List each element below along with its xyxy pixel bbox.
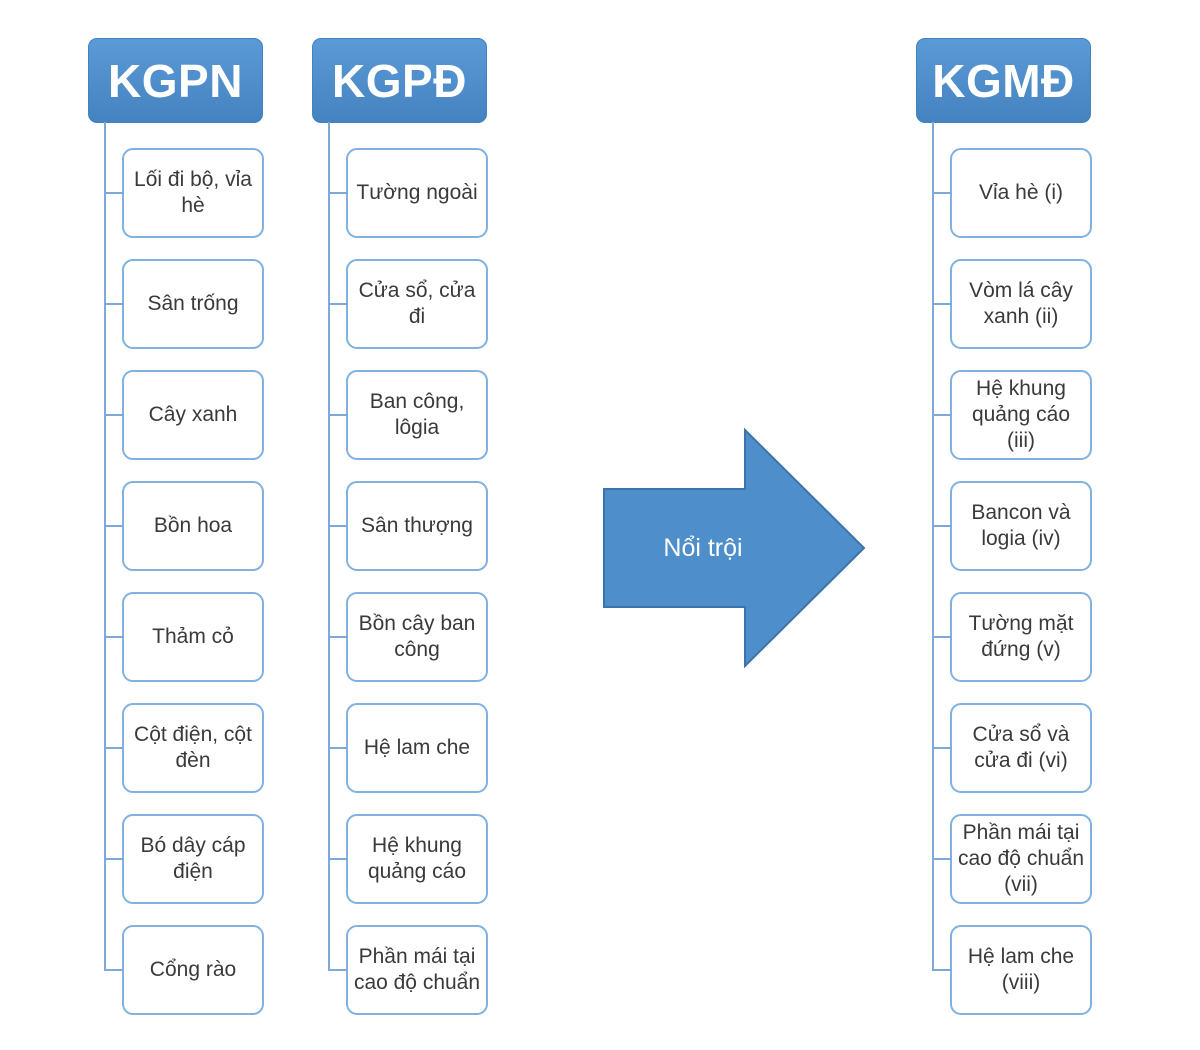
column-items-kgpn: Lối đi bộ, vỉa hè Sân trống Cây xanh Bồn… — [104, 148, 264, 1015]
node-label: Cổng rào — [149, 958, 237, 981]
node-box: Vỉa hè (i) — [932, 148, 1092, 238]
connector-stub — [932, 636, 952, 638]
connector-stub — [328, 969, 348, 971]
node-box: Cây xanh — [104, 370, 264, 460]
transition-arrow: Nổi trội — [603, 428, 866, 668]
node-label: Hệ lam che (viii) — [967, 945, 1075, 994]
node-box: Bồn hoa — [104, 481, 264, 571]
connector-stub — [932, 525, 952, 527]
connector-line-kgmd — [932, 122, 934, 971]
node-label: Cửa sổ, cửa đi — [358, 279, 476, 328]
connector-line-kgpd — [328, 122, 330, 971]
node-label: Bó dây cáp điện — [140, 834, 246, 883]
connector-stub — [328, 414, 348, 416]
node-box: Tường ngoài — [328, 148, 488, 238]
connector-stub — [932, 747, 952, 749]
node-box: Phần mái tại cao độ chuẩn (vii) — [932, 814, 1092, 904]
connector-stub — [328, 636, 348, 638]
node-box: Ban công, lôgia — [328, 370, 488, 460]
node-box: Hệ lam che (viii) — [932, 925, 1092, 1015]
arrow-label: Nổi trội — [663, 533, 743, 562]
node-label: Sân trống — [147, 292, 239, 315]
connector-stub — [104, 414, 124, 416]
node-box: Vòm lá cây xanh (ii) — [932, 259, 1092, 349]
connector-stub — [104, 192, 124, 194]
connector-stub — [932, 969, 952, 971]
connector-stub — [932, 303, 952, 305]
node-box: Cửa sổ và cửa đi (vi) — [932, 703, 1092, 793]
connector-stub — [328, 747, 348, 749]
node-label: Phần mái tại cao độ chuẩn (vii) — [957, 821, 1085, 896]
node-box: Hệ khung quảng cáo (iii) — [932, 370, 1092, 460]
node-box: Thảm cỏ — [104, 592, 264, 682]
node-box: Phần mái tại cao độ chuẩn — [328, 925, 488, 1015]
connector-stub — [104, 525, 124, 527]
node-label: Hệ khung quảng cáo (iii) — [971, 377, 1071, 452]
connector-stub — [932, 858, 952, 860]
node-label: Vỉa hè (i) — [978, 181, 1064, 204]
connector-stub — [932, 414, 952, 416]
node-label: Cây xanh — [148, 403, 238, 426]
node-label: Tường mặt đứng (v) — [968, 612, 1074, 661]
node-box: Bó dây cáp điện — [104, 814, 264, 904]
node-label: Thảm cỏ — [152, 625, 234, 648]
node-label: Bồn hoa — [153, 514, 233, 537]
node-label: Cột điện, cột đèn — [134, 723, 252, 772]
connector-stub — [328, 858, 348, 860]
connector-stub — [104, 747, 124, 749]
connector-stub — [104, 636, 124, 638]
column-header-kgpn: KGPN — [88, 38, 263, 123]
node-box: Bồn cây ban công — [328, 592, 488, 682]
connector-stub — [104, 303, 124, 305]
node-box: Tường mặt đứng (v) — [932, 592, 1092, 682]
node-box: Cổng rào — [104, 925, 264, 1015]
connector-stub — [328, 303, 348, 305]
node-box: Bancon và logia (iv) — [932, 481, 1092, 571]
node-label: Hệ khung quảng cáo — [367, 834, 467, 883]
column-items-kgpd: Tường ngoài Cửa sổ, cửa đi Ban công, lôg… — [328, 148, 488, 1015]
connector-stub — [328, 525, 348, 527]
node-label: Cửa sổ và cửa đi (vi) — [972, 723, 1070, 772]
connector-stub — [932, 192, 952, 194]
column-header-kgmd: KGMĐ — [916, 38, 1091, 123]
node-label: Sân thượng — [361, 514, 473, 537]
connector-stub — [104, 969, 124, 971]
connector-stub — [328, 192, 348, 194]
right-arrow-icon — [603, 428, 866, 668]
node-label: Phần mái tại cao độ chuẩn — [353, 945, 481, 994]
connector-line-kgpn — [104, 122, 106, 971]
column-kgpd: KGPĐ Tường ngoài Cửa sổ, cửa đi Ban công… — [312, 38, 490, 1028]
column-kgmd: KGMĐ Vỉa hè (i) Vòm lá cây xanh (ii) Hệ … — [916, 38, 1094, 1028]
node-label: Bồn cây ban công — [358, 612, 476, 661]
node-box: Cột điện, cột đèn — [104, 703, 264, 793]
node-box: Lối đi bộ, vỉa hè — [104, 148, 264, 238]
node-label: Tường ngoài — [356, 181, 478, 204]
node-box: Sân trống — [104, 259, 264, 349]
node-box: Hệ lam che — [328, 703, 488, 793]
node-box: Cửa sổ, cửa đi — [328, 259, 488, 349]
node-label: Vòm lá cây xanh (ii) — [969, 279, 1073, 328]
node-box: Hệ khung quảng cáo — [328, 814, 488, 904]
column-kgpn: KGPN Lối đi bộ, vỉa hè Sân trống Cây xan… — [88, 38, 266, 1028]
node-label: Lối đi bộ, vỉa hè — [134, 168, 252, 217]
node-label: Ban công, lôgia — [369, 390, 465, 439]
node-box: Sân thượng — [328, 481, 488, 571]
node-label: Bancon và logia (iv) — [971, 501, 1071, 550]
column-header-kgpd: KGPĐ — [312, 38, 487, 123]
column-items-kgmd: Vỉa hè (i) Vòm lá cây xanh (ii) Hệ khung… — [932, 148, 1092, 1015]
connector-stub — [104, 858, 124, 860]
node-label: Hệ lam che — [363, 736, 471, 759]
